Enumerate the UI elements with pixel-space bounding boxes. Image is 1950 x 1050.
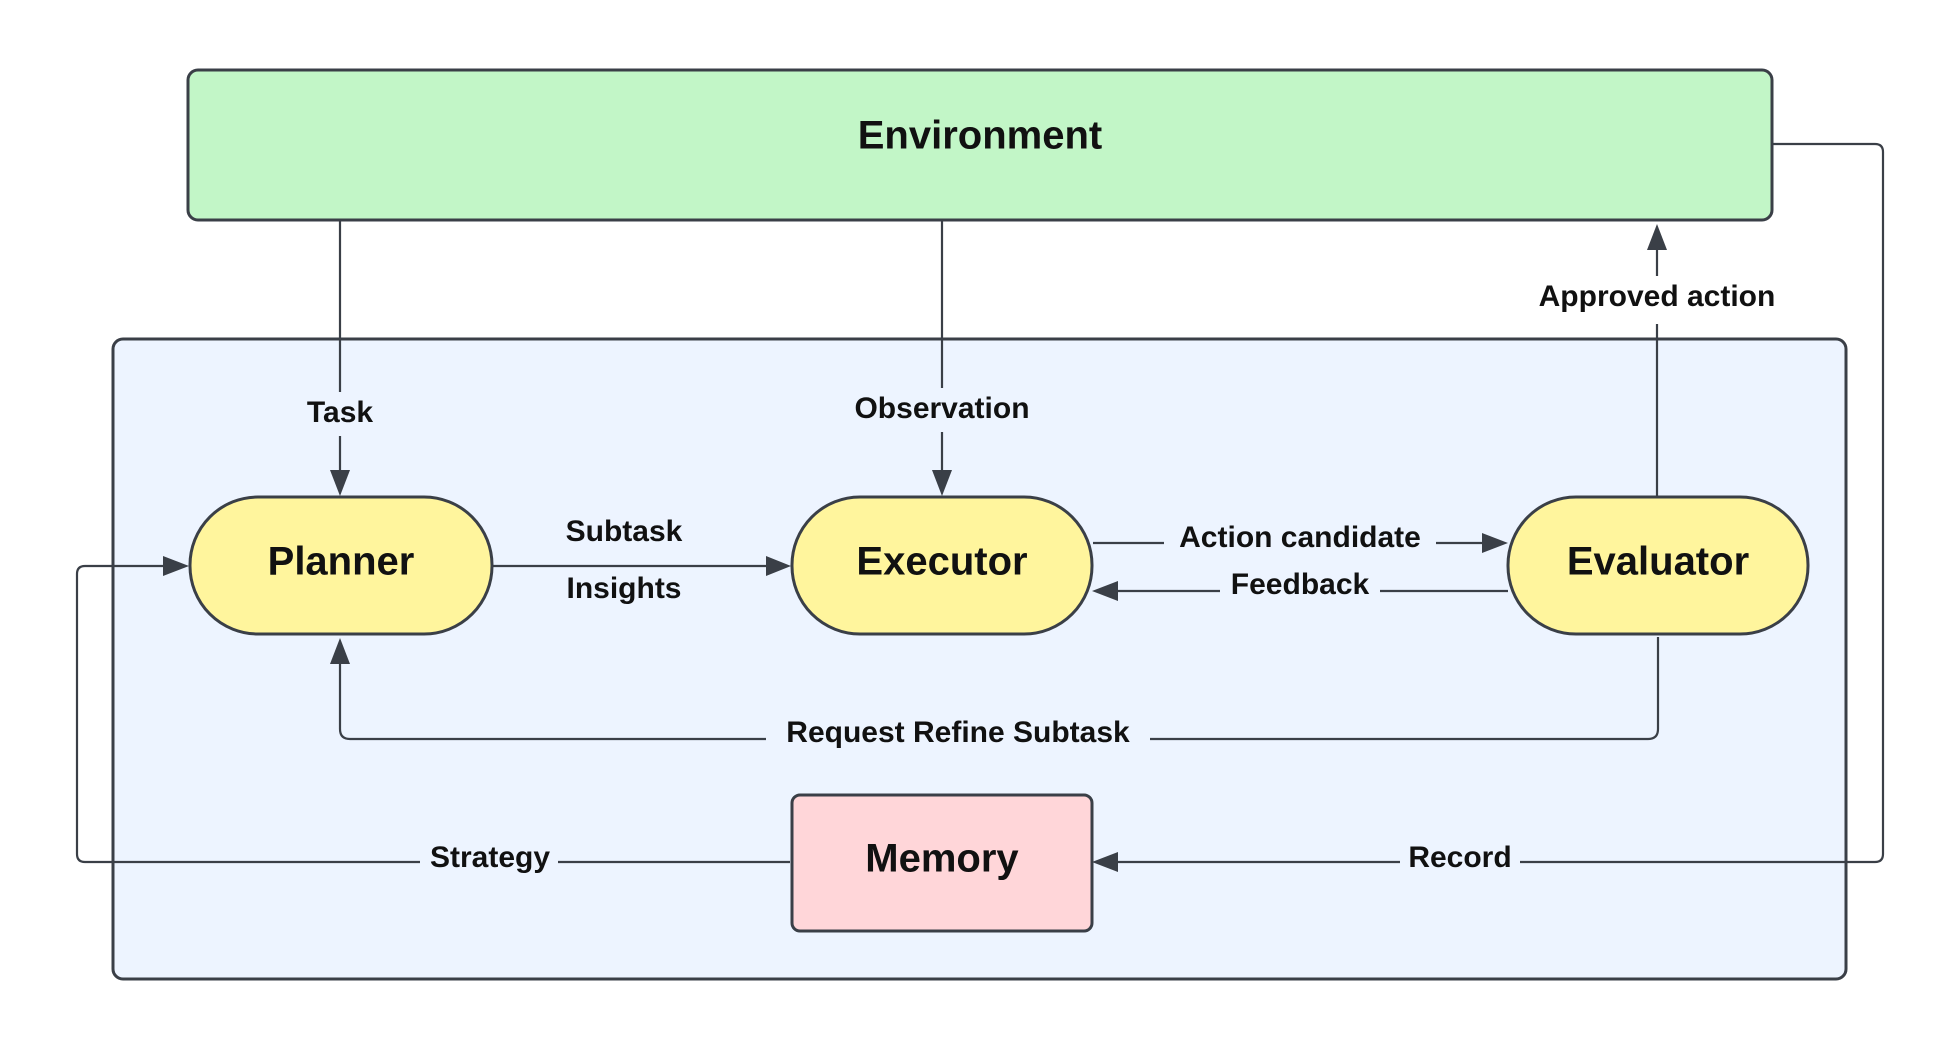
executor-node bbox=[790, 495, 1094, 636]
strategy-label: Strategy bbox=[430, 841, 550, 874]
insights-label: Insights bbox=[566, 572, 681, 605]
planner-node bbox=[188, 495, 494, 636]
observation-label: Observation bbox=[854, 392, 1029, 425]
executor-label: Executor bbox=[856, 540, 1027, 584]
action-candidate-label-bg bbox=[1164, 520, 1436, 564]
action-candidate-label: Action candidate bbox=[1179, 521, 1421, 554]
observation-arrowhead bbox=[932, 470, 952, 496]
agent-container bbox=[111, 337, 1848, 981]
record-label: Record bbox=[1408, 841, 1511, 874]
record-arrow-line bbox=[1114, 142, 1885, 864]
record-arrowhead bbox=[1092, 852, 1118, 872]
strategy-label-bg bbox=[420, 838, 558, 884]
task-label-bg bbox=[298, 392, 382, 436]
approved-action-arrowhead bbox=[1647, 224, 1667, 250]
evaluator-node bbox=[1506, 495, 1810, 636]
evaluator-label: Evaluator bbox=[1567, 540, 1749, 584]
request-refine-arrowhead bbox=[330, 638, 350, 664]
approved-action-label-bg bbox=[1516, 276, 1800, 324]
strategy-arrow-line bbox=[75, 564, 790, 864]
feedback-label-bg bbox=[1220, 566, 1380, 610]
memory-label: Memory bbox=[865, 837, 1019, 881]
memory-box bbox=[790, 793, 1094, 933]
approved-action-label: Approved action bbox=[1539, 280, 1776, 313]
task-arrowhead bbox=[330, 470, 350, 496]
request-refine-label-bg bbox=[766, 714, 1150, 760]
planner-label: Planner bbox=[268, 540, 415, 584]
environment-box bbox=[186, 68, 1774, 222]
strategy-arrowhead bbox=[163, 556, 189, 576]
request-refine-label: Request Refine Subtask bbox=[786, 716, 1130, 749]
subtask-label: Subtask bbox=[566, 515, 683, 548]
action-candidate-arrowhead bbox=[1482, 533, 1508, 553]
feedback-arrowhead bbox=[1092, 581, 1118, 601]
record-label-bg bbox=[1400, 838, 1520, 884]
subtask-arrowhead bbox=[766, 556, 791, 576]
feedback-label: Feedback bbox=[1231, 568, 1370, 601]
task-label: Task bbox=[307, 396, 373, 429]
environment-label: Environment bbox=[858, 114, 1102, 158]
observation-label-bg bbox=[840, 388, 1044, 432]
